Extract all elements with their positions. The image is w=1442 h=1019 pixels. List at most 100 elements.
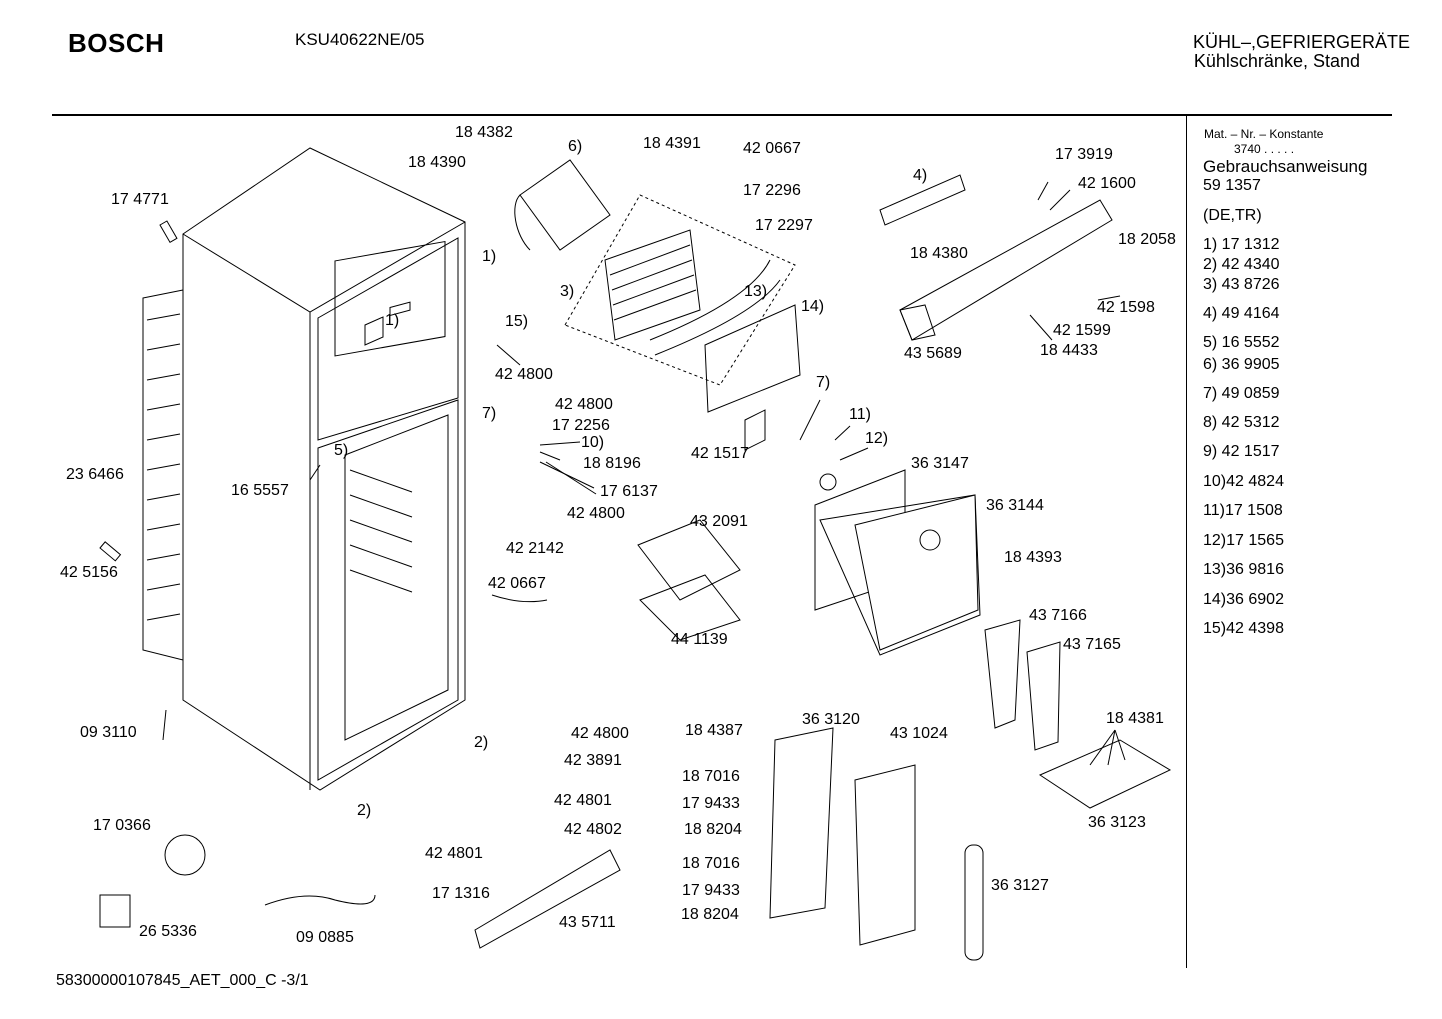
category-title: KÜHL–,GEFRIERGERÄTE bbox=[1192, 32, 1410, 52]
part-label: 18 4393 bbox=[1004, 549, 1062, 566]
part-label: 42 4800 bbox=[495, 366, 553, 383]
light-cover bbox=[880, 175, 1112, 340]
mat-number-value: 3740 . . . . . bbox=[1234, 142, 1295, 156]
part-label: 1) bbox=[385, 312, 400, 329]
part-label: 7) bbox=[482, 405, 497, 422]
ref-list-item: 3) 43 8726 bbox=[1203, 276, 1280, 293]
part-label: 42 0667 bbox=[743, 140, 801, 157]
part-label: 42 2142 bbox=[506, 540, 564, 557]
bottom-parts bbox=[100, 221, 620, 948]
part-label: 09 0885 bbox=[296, 929, 354, 946]
fan-cover-panels bbox=[745, 410, 980, 655]
part-label: 23 6466 bbox=[66, 466, 124, 483]
part-label: 43 7166 bbox=[1029, 607, 1087, 624]
part-label: 17 0366 bbox=[93, 817, 151, 834]
part-label: 18 8204 bbox=[681, 906, 739, 923]
part-label: 42 4801 bbox=[425, 845, 483, 862]
part-label: 2) bbox=[474, 734, 489, 751]
part-label: 18 4380 bbox=[910, 245, 968, 262]
ref-list-item: 11)17 1508 bbox=[1203, 502, 1283, 519]
mat-number-label: Mat. – Nr. – Konstante bbox=[1204, 127, 1324, 141]
part-label: 36 3120 bbox=[802, 711, 860, 728]
part-label: 42 1599 bbox=[1053, 322, 1111, 339]
ref-list-item: 12)17 1565 bbox=[1203, 532, 1284, 549]
manual-number: 59 1357 bbox=[1203, 177, 1261, 194]
part-label: 5) bbox=[334, 442, 349, 459]
manual-languages: (DE,TR) bbox=[1203, 207, 1262, 224]
part-label: 09 3110 bbox=[80, 724, 137, 741]
part-label: 36 3147 bbox=[911, 455, 969, 472]
ref-list-item: 8) 42 5312 bbox=[1203, 414, 1280, 431]
ref-list-item: 7) 49 0859 bbox=[1203, 385, 1280, 402]
part-label: 17 9433 bbox=[682, 882, 740, 899]
part-label: 43 7165 bbox=[1063, 636, 1121, 653]
part-label: 12) bbox=[865, 430, 889, 447]
ref-list-item: 5) 16 5552 bbox=[1203, 334, 1280, 351]
part-label: 7) bbox=[816, 374, 831, 391]
category-subtitle: Kühlschränke, Stand bbox=[1193, 51, 1360, 71]
ref-list-item: 13)36 9816 bbox=[1203, 561, 1284, 578]
part-label: 18 7016 bbox=[682, 768, 740, 785]
part-label: 18 8196 bbox=[583, 455, 641, 472]
part-label: 44 1139 bbox=[671, 631, 728, 648]
part-label: 42 1517 bbox=[691, 445, 749, 462]
ref-list-item: 15)42 4398 bbox=[1203, 620, 1284, 637]
part-label: 42 3891 bbox=[564, 752, 622, 769]
part-label: 42 1598 bbox=[1097, 299, 1155, 316]
part-label: 17 6137 bbox=[600, 483, 658, 500]
part-label: 15) bbox=[505, 313, 529, 330]
part-label: 42 4800 bbox=[571, 725, 629, 742]
part-label: 18 4390 bbox=[408, 154, 466, 171]
shelf-parts bbox=[492, 520, 740, 640]
part-label: 43 2091 bbox=[690, 513, 748, 530]
part-label: 18 4381 bbox=[1106, 710, 1164, 727]
part-label: 17 2297 bbox=[755, 217, 813, 234]
ref-list-item: 1) 17 1312 bbox=[1203, 236, 1280, 253]
header-divider bbox=[52, 114, 1392, 116]
part-label: 2) bbox=[357, 802, 372, 819]
part-label: 10) bbox=[581, 434, 605, 451]
leader-lines bbox=[310, 182, 1125, 765]
ref-list-item: 9) 42 1517 bbox=[1203, 443, 1280, 460]
part-label: 42 4802 bbox=[564, 821, 622, 838]
duct-covers bbox=[770, 620, 1170, 960]
part-label: 36 3123 bbox=[1088, 814, 1146, 831]
part-label: 13) bbox=[744, 283, 768, 300]
part-label: 4) bbox=[913, 167, 928, 184]
ref-list-item: 10)42 4824 bbox=[1203, 473, 1284, 490]
manual-label: Gebrauchsanweisung bbox=[1203, 157, 1368, 176]
part-label: 17 9433 bbox=[682, 795, 740, 812]
brand-logo: BOSCH bbox=[68, 28, 165, 58]
part-label: 18 7016 bbox=[682, 855, 740, 872]
part-label: 42 4800 bbox=[567, 505, 625, 522]
part-label: 17 1316 bbox=[432, 885, 490, 902]
part-label: 17 2256 bbox=[552, 417, 610, 434]
part-label: 18 8204 bbox=[684, 821, 742, 838]
part-label: 18 4382 bbox=[455, 124, 513, 141]
part-label: 3) bbox=[560, 283, 575, 300]
part-label: 18 4391 bbox=[643, 135, 701, 152]
part-label: 18 4387 bbox=[685, 722, 743, 739]
part-label: 17 4771 bbox=[111, 191, 169, 208]
part-label: 17 3919 bbox=[1055, 146, 1113, 163]
document-code: 58300000107845_AET_000_C -3/1 bbox=[56, 972, 309, 989]
part-label: 43 5711 bbox=[559, 914, 616, 931]
part-label: 42 1600 bbox=[1078, 175, 1136, 192]
part-label: 42 5156 bbox=[60, 564, 118, 581]
part-label: 43 5689 bbox=[904, 345, 962, 362]
part-label: 36 3127 bbox=[991, 877, 1049, 894]
part-label: 26 5336 bbox=[139, 923, 197, 940]
part-label: 18 2058 bbox=[1118, 231, 1176, 248]
part-label: 14) bbox=[801, 298, 825, 315]
part-label: 42 4801 bbox=[554, 792, 612, 809]
part-label: 6) bbox=[568, 138, 583, 155]
part-label: 42 0667 bbox=[488, 575, 546, 592]
part-label: 42 4800 bbox=[555, 396, 613, 413]
ref-list-item: 4) 49 4164 bbox=[1203, 305, 1280, 322]
model-number: KSU40622NE/05 bbox=[295, 30, 425, 49]
part-label: 17 2296 bbox=[743, 182, 801, 199]
part-label: 36 3144 bbox=[986, 497, 1044, 514]
part-label: 43 1024 bbox=[890, 725, 948, 742]
part-label: 16 5557 bbox=[231, 482, 289, 499]
